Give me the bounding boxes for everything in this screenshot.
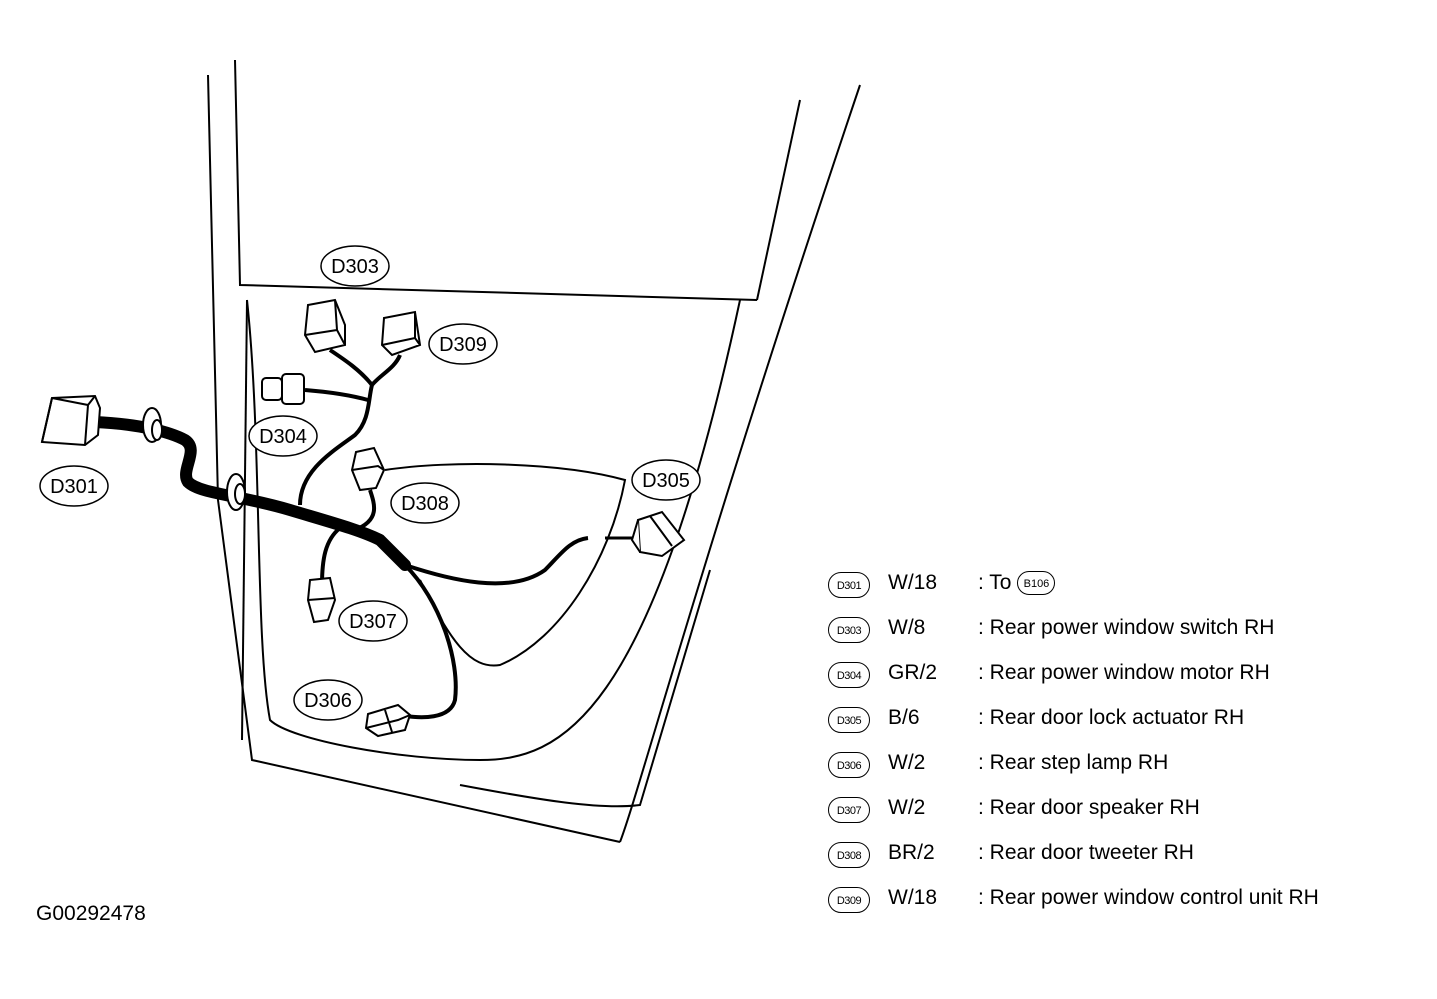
legend-wire-code: W/18 [888, 886, 938, 909]
connector-d307-shape [306, 576, 337, 624]
connector-d303-shape [303, 298, 346, 354]
legend-wire-code: W/18 [888, 571, 938, 594]
legend-description: : Rear door tweeter RH [978, 841, 1194, 864]
callout-d308: D308 [401, 493, 449, 515]
legend-row-d305: D305 B/6 : Rear door lock actuator RH [826, 703, 1426, 739]
door-outline [207, 59, 861, 843]
legend-description: : Rear step lamp RH [978, 751, 1169, 774]
callout-d303: D303 [331, 256, 379, 278]
legend-row-d308: D308 BR/2 : Rear door tweeter RH [826, 838, 1426, 874]
legend-wire-code: W/2 [888, 796, 926, 819]
connector-d309-shape [380, 310, 422, 357]
legend-ref-badge: B106 [1017, 571, 1056, 596]
callout-d305: D305 [642, 470, 690, 492]
callout-texts: D303 D309 D304 D301 D305 D308 D307 D306 [50, 256, 690, 712]
legend-badge: D304 [828, 662, 870, 688]
callout-d307: D307 [349, 611, 397, 633]
legend-wire-code: GR/2 [888, 661, 938, 684]
legend-description: : Rear power window motor RH [978, 661, 1270, 684]
connectors [40, 298, 686, 738]
callout-d309: D309 [439, 334, 487, 356]
legend-description: : Rear door lock actuator RH [978, 706, 1245, 729]
legend-badge: D307 [828, 797, 870, 823]
connector-d301-shape [40, 394, 102, 447]
connector-d308-shape [350, 446, 386, 492]
grommets [142, 407, 246, 511]
legend-description: : Rear door speaker RH [978, 796, 1200, 819]
legend-badge: D305 [828, 707, 870, 733]
legend-description: : Rear power window control unit RH [978, 886, 1319, 909]
legend-description: : Rear power window switch RH [978, 616, 1275, 639]
legend-badge: D308 [828, 842, 870, 868]
callout-d304: D304 [259, 426, 307, 448]
connector-d306-shape [364, 703, 412, 738]
legend-wire-code: B/6 [888, 706, 920, 729]
legend-row-d306: D306 W/2 : Rear step lamp RH [826, 748, 1426, 784]
legend-badge: D301 [828, 572, 870, 598]
legend-wire-code: BR/2 [888, 841, 935, 864]
legend-wire-code: W/2 [888, 751, 926, 774]
legend-desc-text: : To [978, 571, 1012, 594]
callout-d306: D306 [304, 690, 352, 712]
callout-ovals [39, 245, 701, 721]
callout-d301: D301 [50, 476, 98, 498]
main-harness [89, 416, 411, 571]
legend-row-d307: D307 W/2 : Rear door speaker RH [826, 793, 1426, 829]
legend-row-d303: D303 W/8 : Rear power window switch RH [826, 613, 1426, 649]
legend-row-d309: D309 W/18 : Rear power window control un… [826, 883, 1426, 919]
connector-d304-shape [261, 373, 305, 405]
legend-badge: D309 [828, 887, 870, 913]
legend-badge: D303 [828, 617, 870, 643]
figure-id: G00292478 [36, 902, 146, 925]
legend-badge: D306 [828, 752, 870, 778]
legend-wire-code: W/8 [888, 616, 926, 639]
branch-wires [298, 348, 589, 720]
connector-d305-shape [630, 510, 686, 558]
legend-row-d304: D304 GR/2 : Rear power window motor RH [826, 658, 1426, 694]
